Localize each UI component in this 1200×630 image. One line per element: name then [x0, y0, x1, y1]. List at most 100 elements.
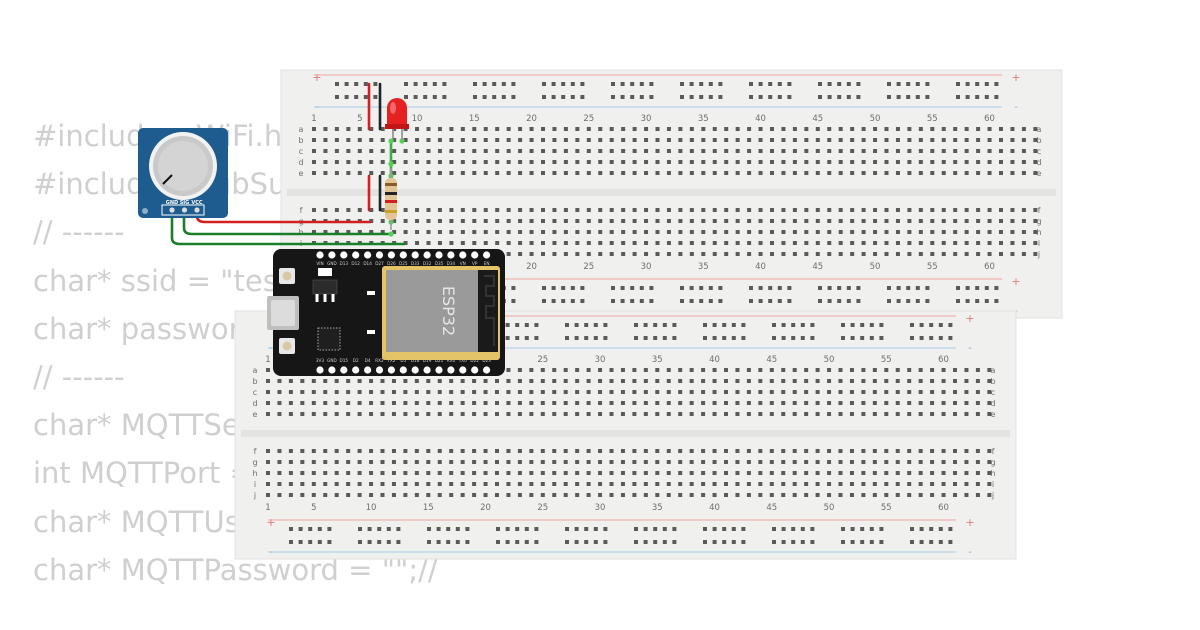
terminal-hole [792, 171, 797, 175]
terminal-hole [792, 401, 797, 405]
rail-hole [436, 527, 441, 531]
terminal-hole [701, 127, 706, 131]
rail-hole [317, 527, 322, 531]
terminal-hole [460, 219, 465, 223]
terminal-hole [804, 471, 809, 475]
rail-hole [570, 95, 575, 99]
terminal-hole [918, 241, 923, 245]
rail-hole [860, 540, 865, 544]
terminal-hole [495, 138, 500, 142]
terminal-hole [563, 241, 568, 245]
rail-hole [856, 95, 861, 99]
esp-top-pin-label: D25 [399, 261, 408, 266]
terminal-hole [746, 390, 751, 394]
terminal-hole [563, 460, 568, 464]
rail-hole [699, 299, 704, 303]
terminal-hole [414, 493, 419, 497]
terminal-hole [312, 208, 316, 212]
terminal-hole [746, 412, 751, 416]
esp-pin-hole [364, 251, 372, 259]
terminal-hole [540, 471, 545, 475]
row-letter: a [299, 125, 304, 134]
terminal-hole [632, 219, 637, 223]
red-led [385, 98, 409, 140]
terminal-hole [437, 171, 442, 175]
mount-hole [142, 208, 148, 214]
rail-hole [344, 95, 349, 99]
terminal-hole [964, 171, 969, 175]
rail-hole [741, 336, 746, 340]
terminal-hole [540, 449, 545, 453]
pot-pin-label: SIG [180, 200, 190, 206]
terminal-hole [999, 241, 1003, 245]
terminal-hole [953, 230, 958, 234]
terminal-hole [449, 138, 454, 142]
rail-hole [856, 82, 861, 86]
column-number: 5 [357, 114, 362, 124]
rail-hole [994, 95, 999, 99]
terminal-hole [712, 160, 717, 164]
terminal-hole [598, 241, 603, 245]
terminal-hole [724, 230, 729, 234]
terminal-hole [999, 208, 1003, 212]
terminal-hole [460, 460, 465, 464]
terminal-hole [815, 368, 820, 372]
row-letter: e [991, 410, 996, 419]
esp-top-pin-label: VIN [316, 261, 323, 266]
esp-bottom-pin-label: D23 [482, 358, 491, 363]
terminal-hole [712, 138, 717, 142]
terminal-hole [632, 127, 637, 131]
terminal-hole [632, 230, 637, 234]
rail-hole [501, 82, 506, 86]
column-number: 40 [709, 503, 720, 513]
terminal-hole [552, 230, 557, 234]
terminal-hole [300, 482, 305, 486]
terminal-hole [517, 379, 522, 383]
terminal-hole [598, 449, 603, 453]
terminal-hole [678, 149, 683, 153]
terminal-hole [369, 379, 374, 383]
terminal-hole [575, 493, 580, 497]
terminal-hole [483, 471, 488, 475]
rail-hole [906, 82, 911, 86]
terminal-hole [758, 252, 763, 256]
terminal-hole [884, 171, 889, 175]
rail-hole [712, 527, 717, 531]
terminal-hole [907, 252, 912, 256]
terminal-hole [277, 493, 282, 497]
terminal-hole [644, 160, 649, 164]
terminal-hole [426, 379, 431, 383]
terminal-hole [288, 471, 293, 475]
row-letter: a [1037, 125, 1042, 134]
terminal-hole [563, 471, 568, 475]
terminal-hole [941, 127, 946, 131]
terminal-hole [391, 493, 396, 497]
terminal-hole [712, 241, 717, 245]
terminal-hole [747, 252, 752, 256]
terminal-hole [621, 208, 626, 212]
terminal-hole [999, 230, 1003, 234]
terminal-hole [312, 171, 316, 175]
terminal-hole [792, 482, 797, 486]
column-number: 60 [938, 503, 949, 513]
terminal-hole [781, 149, 786, 153]
terminal-hole [483, 241, 488, 245]
rail-hole [396, 527, 401, 531]
rail-hole [534, 540, 539, 544]
terminal-hole [598, 401, 603, 405]
terminal-hole [621, 241, 626, 245]
rail-hole [818, 286, 822, 290]
terminal-hole [495, 171, 500, 175]
terminal-hole [449, 401, 454, 405]
column-number: 20 [480, 503, 491, 513]
terminal-hole [403, 482, 408, 486]
terminal-hole [872, 390, 877, 394]
terminal-hole [678, 482, 683, 486]
terminal-hole [380, 230, 385, 234]
terminal-hole [586, 401, 591, 405]
terminal-hole [701, 401, 706, 405]
terminal-hole [838, 149, 843, 153]
rail-hole [749, 299, 753, 303]
rail-hole [818, 95, 822, 99]
